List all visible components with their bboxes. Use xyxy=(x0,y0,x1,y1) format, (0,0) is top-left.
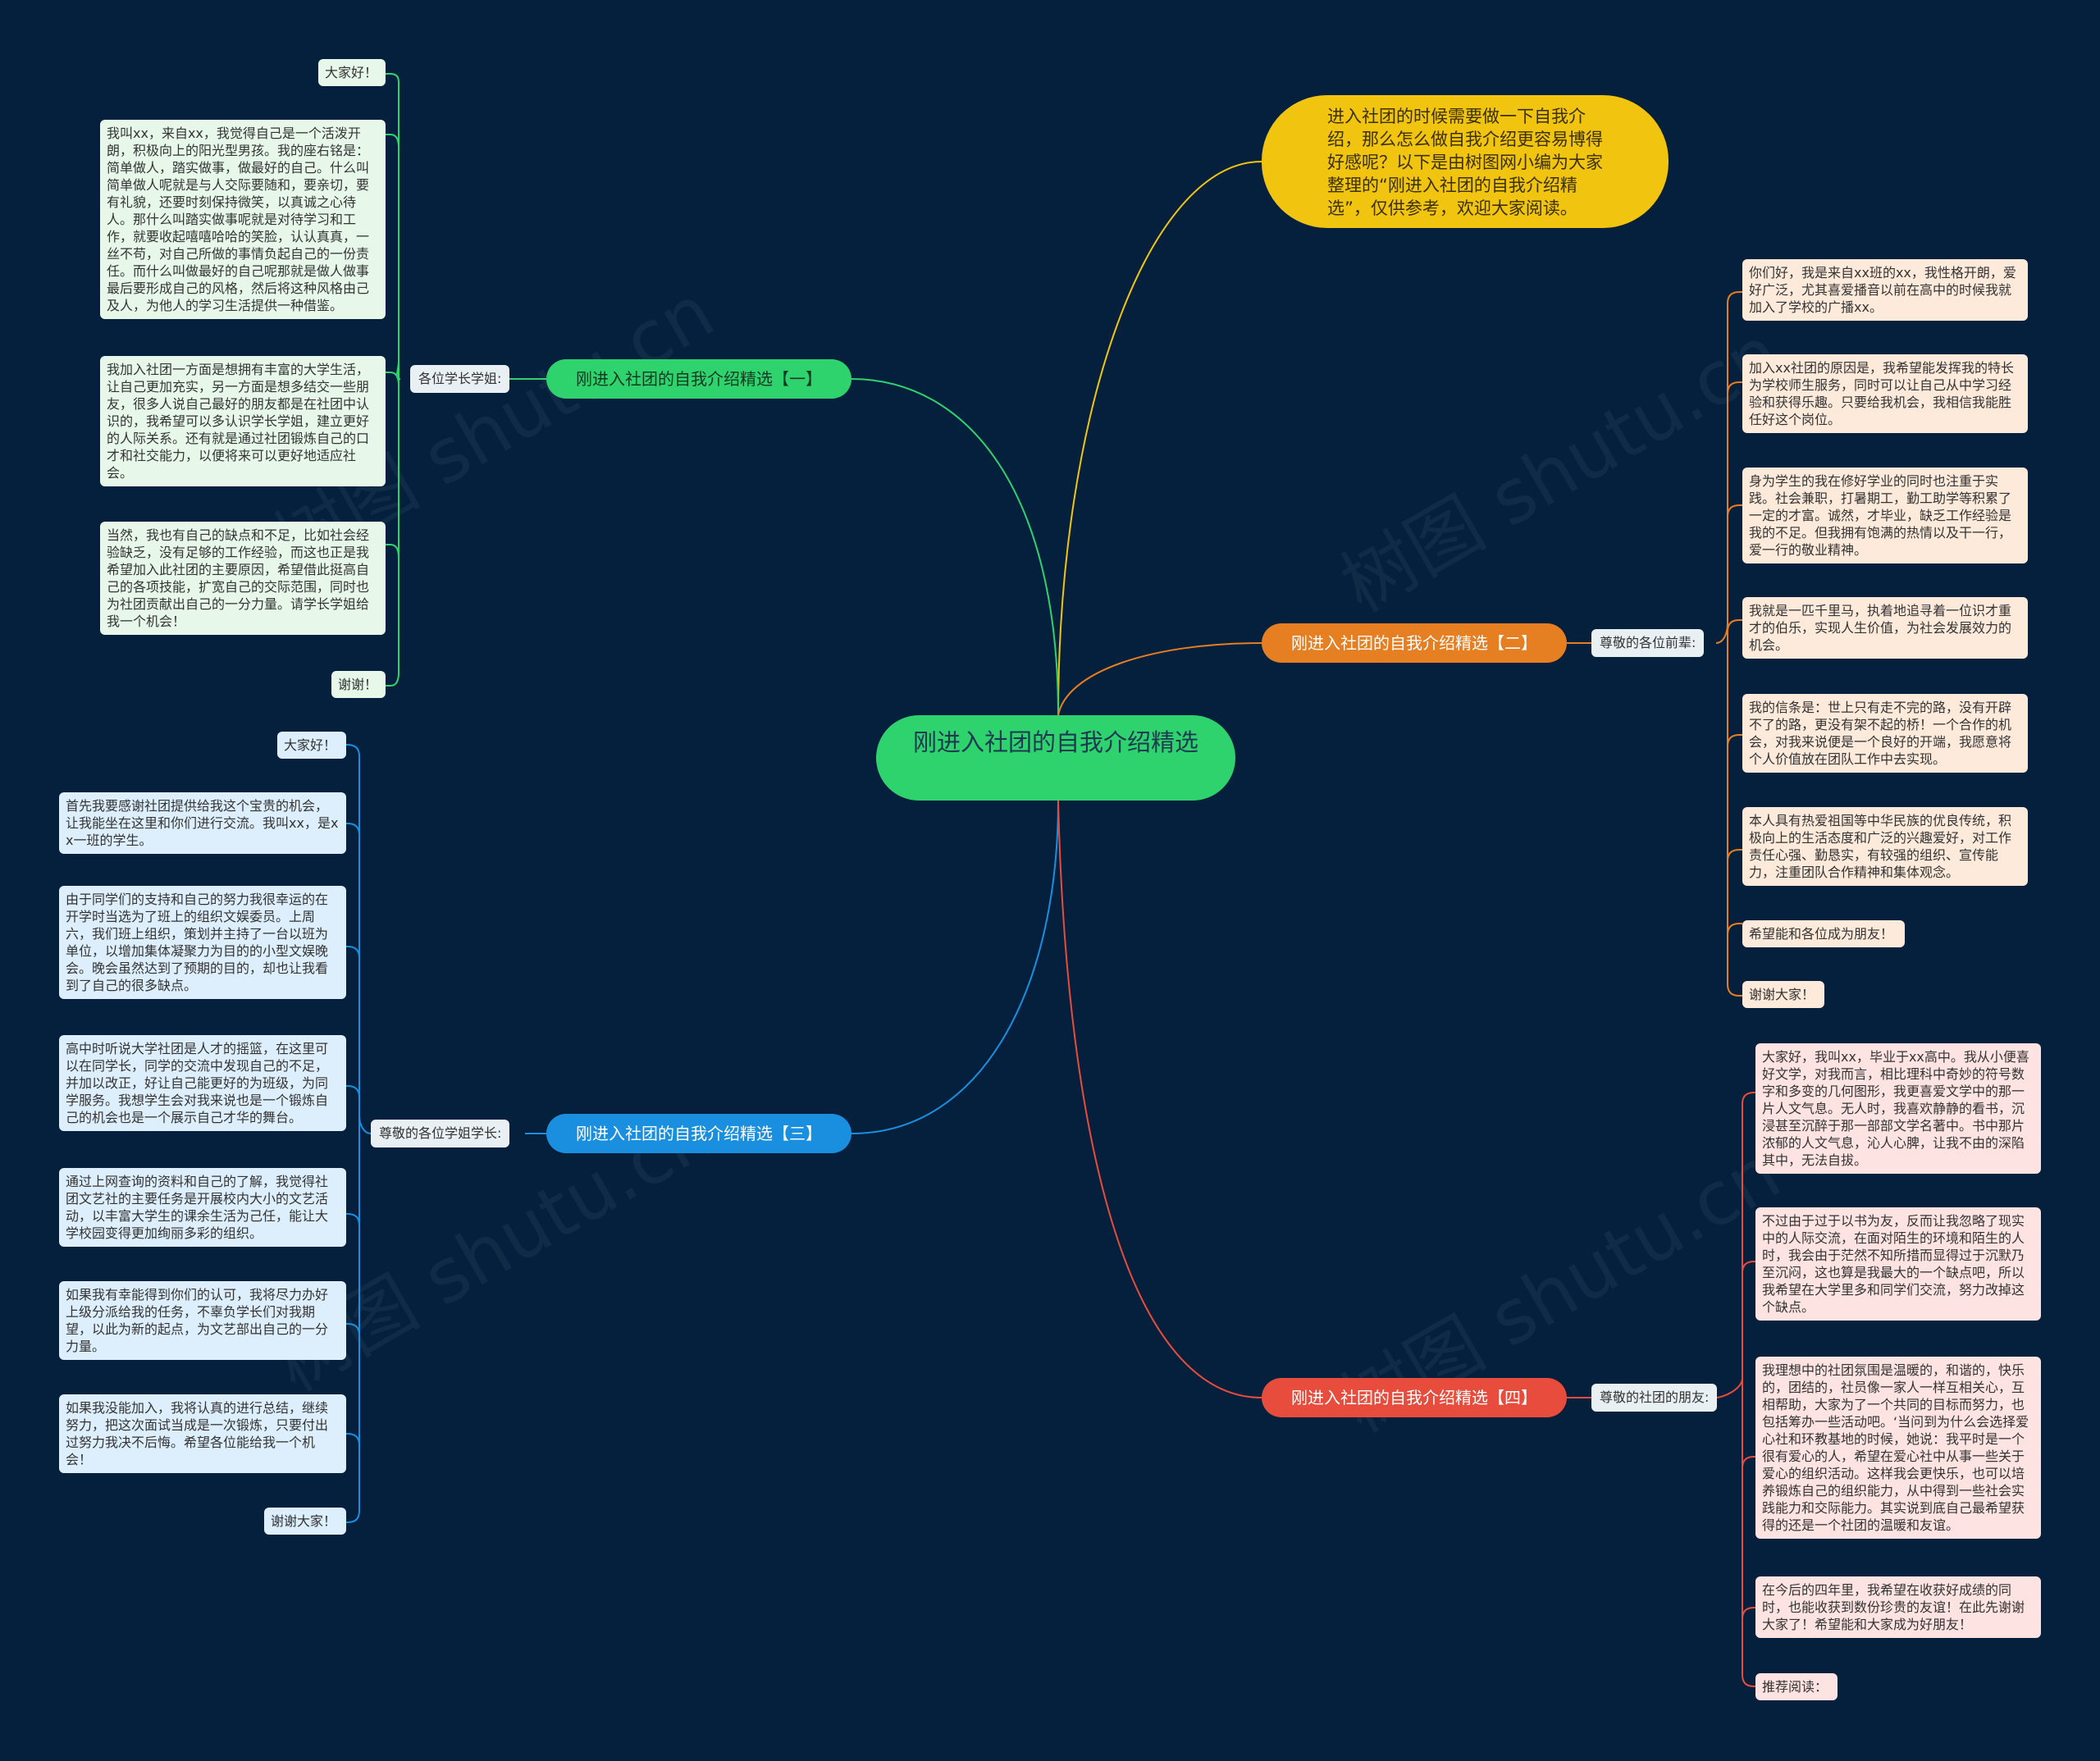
branch-2-leaf-2[interactable]: 加入xx社团的原因是，我希望能发挥我的特长为学校师生服务，同时可以让自己从中学习… xyxy=(1742,354,2028,433)
intro-node[interactable]: 进入社团的时候需要做一下自我介绍，那么怎么做自我介绍更容易博得好感呢？以下是由树… xyxy=(1262,95,1669,228)
edge-root-b2 xyxy=(1057,642,1262,716)
branch-2-leaf-6[interactable]: 本人具有热爱祖国等中华民族的优良传统，积极向上的生活态度和广泛的兴趣爱好，对工作… xyxy=(1742,807,2028,886)
edge-b2-bracket xyxy=(1715,291,1742,997)
branch-4-label[interactable]: 尊敬的社团的朋友: xyxy=(1591,1384,1718,1412)
branch-1-title[interactable]: 刚进入社团的自我介绍精选【一】 xyxy=(546,359,851,399)
edge-root-b1 xyxy=(851,378,1059,716)
branch-3-leaf-2[interactable]: 首先我要感谢社团提供给我这个宝贵的机会，让我能坐在这里和你们进行交流。我叫xx，… xyxy=(59,792,346,854)
branch-4-leaf-4[interactable]: 在今后的四年里，我希望在收获好成绩的同时，也能收获到数份珍贵的友谊！在此先谢谢大… xyxy=(1755,1576,2041,1638)
branch-3-leaf-4[interactable]: 高中时听说大学社团是人才的摇篮，在这里可以在同学长，同学的交流中发现自己的不足，… xyxy=(59,1035,346,1131)
branch-4-leaf-1[interactable]: 大家好，我叫xx，毕业于xx高中。我从小便喜好文学，对我而言，相比理科中奇妙的符… xyxy=(1755,1043,2041,1174)
branch-1-leaf-4[interactable]: 当然，我也有自己的缺点和不足，比如社会经验缺乏，没有足够的工作经验，而这也正是我… xyxy=(100,522,386,635)
branch-3-leaf-5[interactable]: 通过上网查询的资料和自己的了解，我觉得社团文艺社的主要任务是开展校内大小的文艺活… xyxy=(59,1168,346,1247)
edge-root-intro xyxy=(1057,161,1262,716)
branch-2-leaf-8[interactable]: 谢谢大家！ xyxy=(1742,981,1824,1008)
branch-1-leaf-2[interactable]: 我叫xx，来自xx，我觉得自己是一个活泼开朗，积极向上的阳光型男孩。我的座右铭是… xyxy=(100,120,386,319)
branch-2-leaf-3[interactable]: 身为学生的我在修好学业的同时也注重于实践。社会兼职，打暑期工，勤工助学等积累了一… xyxy=(1742,468,2028,563)
root-topic[interactable]: 刚进入社团的自我介绍精选 xyxy=(876,715,1235,801)
branch-4-leaf-5[interactable]: 推荐阅读： xyxy=(1755,1673,1838,1700)
branch-3-leaf-3[interactable]: 由于同学们的支持和自己的努力我很幸运的在开学时当选为了班上的组织文娱委员。上周六… xyxy=(59,886,346,999)
branch-2-leaf-1[interactable]: 你们好，我是来自xx班的xx，我性格开朗，爱好广泛，尤其喜爱播音以前在高中的时候… xyxy=(1742,259,2028,321)
branch-1-leaf-5[interactable]: 谢谢！ xyxy=(331,671,386,698)
branch-2-leaf-5[interactable]: 我的信条是：世上只有走不完的路，没有开辟不了的路，更没有架不起的桥！一个合作的机… xyxy=(1742,694,2028,773)
branch-3-leaf-1[interactable]: 大家好！ xyxy=(277,732,346,759)
branch-4-title[interactable]: 刚进入社团的自我介绍精选【四】 xyxy=(1262,1378,1567,1417)
branch-1-leaf-1[interactable]: 大家好！ xyxy=(318,59,386,86)
branch-1-leaf-3[interactable]: 我加入社团一方面是想拥有丰富的大学生活，让自己更加充实，另一方面是想多结交一些朋… xyxy=(100,356,386,486)
branch-4-leaf-3[interactable]: 我理想中的社团氛围是温暖的，和谐的，快乐的，团结的，社员像一家人一样互相关心，互… xyxy=(1755,1357,2041,1539)
branch-3-leaf-7[interactable]: 如果我没能加入，我将认真的进行总结，继续努力，把这次面试当成是一次锻炼，只要付出… xyxy=(59,1394,346,1473)
branch-3-leaf-8[interactable]: 谢谢大家！ xyxy=(264,1508,346,1535)
branch-2-leaf-4[interactable]: 我就是一匹千里马，执着地追寻着一位识才重才的伯乐，实现人生价值，为社会发展效力的… xyxy=(1742,597,2028,659)
branch-1-label[interactable]: 各位学长学姐: xyxy=(410,365,510,393)
edge-root-b3 xyxy=(851,800,1059,1134)
branch-2-title[interactable]: 刚进入社团的自我介绍精选【二】 xyxy=(1262,623,1567,663)
edge-b4-bracket xyxy=(1715,1092,1755,1687)
edge-root-b4 xyxy=(1057,800,1262,1398)
branch-3-title[interactable]: 刚进入社团的自我介绍精选【三】 xyxy=(546,1114,851,1153)
edge-b3-bracket xyxy=(346,744,372,1523)
branch-3-leaf-6[interactable]: 如果我有幸能得到你们的认可，我将尽力办好上级分派给我的任务，不辜负学长们对我期望… xyxy=(59,1281,346,1360)
branch-2-leaf-7[interactable]: 希望能和各位成为朋友！ xyxy=(1742,920,1905,947)
branch-3-label[interactable]: 尊敬的各位学姐学长: xyxy=(371,1120,510,1147)
branch-4-leaf-2[interactable]: 不过由于过于以书为友，反而让我忽略了现实中的人际交流，在面对陌生的环境和陌生的人… xyxy=(1755,1207,2041,1321)
branch-2-label[interactable]: 尊敬的各位前辈: xyxy=(1591,629,1705,657)
edge-b1-bracket xyxy=(386,73,401,687)
